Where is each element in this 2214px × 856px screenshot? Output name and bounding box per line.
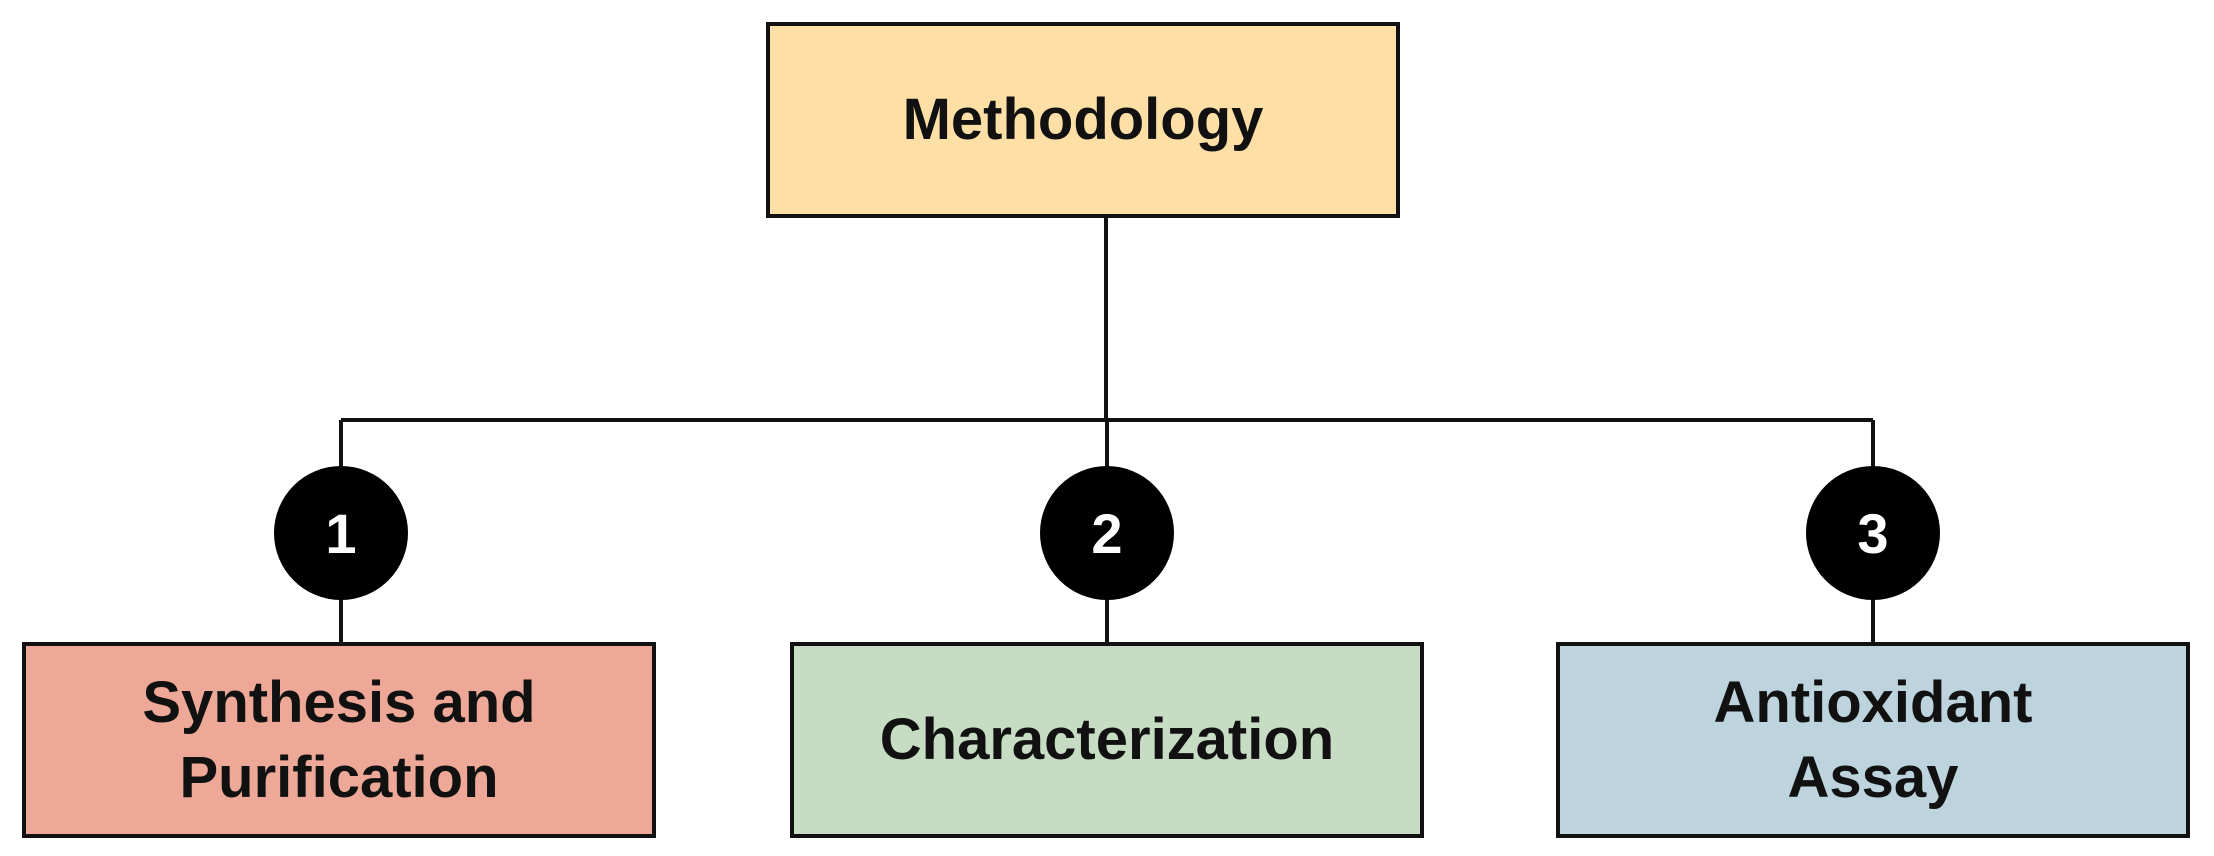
step-badge-3: 3 <box>1806 466 1940 600</box>
root-node-methodology: Methodology <box>766 22 1400 218</box>
step-badge-number: 2 <box>1091 501 1123 565</box>
step-badge-number: 1 <box>325 501 357 565</box>
child-node-label: Synthesis and Purification <box>142 669 536 810</box>
child-node-label: Characterization <box>879 707 1335 773</box>
child-node-label: Antioxidant Assay <box>1713 669 2033 810</box>
step-badge-1: 1 <box>274 466 408 600</box>
step-badge-number: 3 <box>1857 501 1889 565</box>
root-node-label: Methodology <box>902 87 1264 153</box>
child-node-antioxidant-assay: Antioxidant Assay <box>1556 642 2190 838</box>
child-node-synthesis-and-purification: Synthesis and Purification <box>22 642 656 838</box>
child-node-characterization: Characterization <box>790 642 1424 838</box>
step-badge-2: 2 <box>1040 466 1174 600</box>
